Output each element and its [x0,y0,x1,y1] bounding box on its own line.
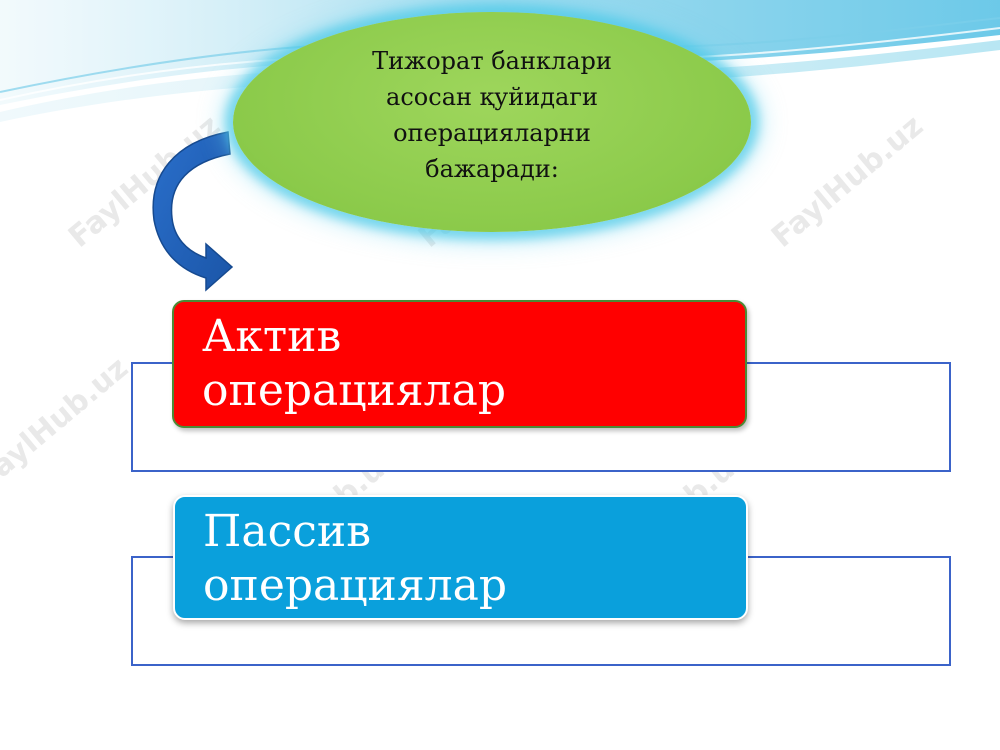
watermark: FaylHub.uz [0,350,136,497]
active-operations-box: Актив операциялар [172,300,747,428]
intro-ellipse: Тижорат банклари асосан қуйидаги операци… [233,12,751,232]
passive-operations-label-line1: Пассив [203,506,371,557]
passive-operations-box: Пассив операциялар [173,495,748,620]
intro-line: асосан қуйидаги [386,83,598,111]
intro-line: операцияларни [393,119,591,147]
curved-arrow-icon [152,131,234,292]
passive-operations-label-line2: операциялар [203,560,507,611]
intro-text: Тижорат банклари асосан қуйидаги операци… [342,43,642,187]
active-operations-label-line2: операциялар [202,365,506,416]
intro-line: бажаради: [425,155,559,183]
active-operations-label-line1: Актив [202,311,342,362]
intro-line: Тижорат банклари [372,47,612,75]
